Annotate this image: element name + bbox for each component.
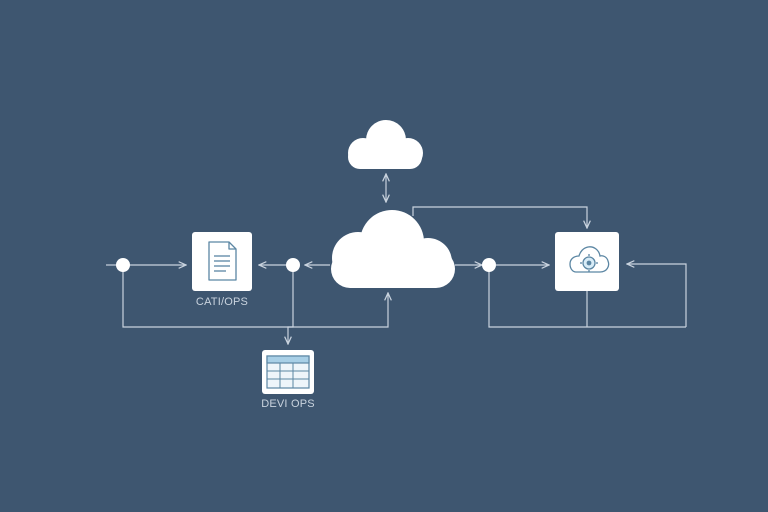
junction-middle	[286, 258, 300, 272]
loop-left-to-cloud	[122, 271, 388, 328]
table-node-label: DEVI OPS	[261, 398, 315, 410]
junction-left	[116, 258, 130, 272]
arrow-feedback-to-gear-node	[627, 264, 687, 327]
table-icon	[266, 355, 310, 389]
document-icon	[208, 241, 237, 281]
junction-right	[482, 258, 496, 272]
loop-right-junction	[488, 271, 686, 328]
document-node	[192, 232, 252, 291]
cloud-top	[348, 120, 423, 169]
cloud-gear-icon	[569, 246, 610, 273]
cloud-gear-node	[555, 232, 619, 291]
cloud-center	[331, 210, 455, 288]
arrow-junction-to-table	[288, 271, 294, 344]
table-node	[262, 350, 314, 394]
arrow-cloud-to-gear-node	[412, 206, 587, 228]
document-node-label: CATI/OPS	[195, 296, 249, 308]
